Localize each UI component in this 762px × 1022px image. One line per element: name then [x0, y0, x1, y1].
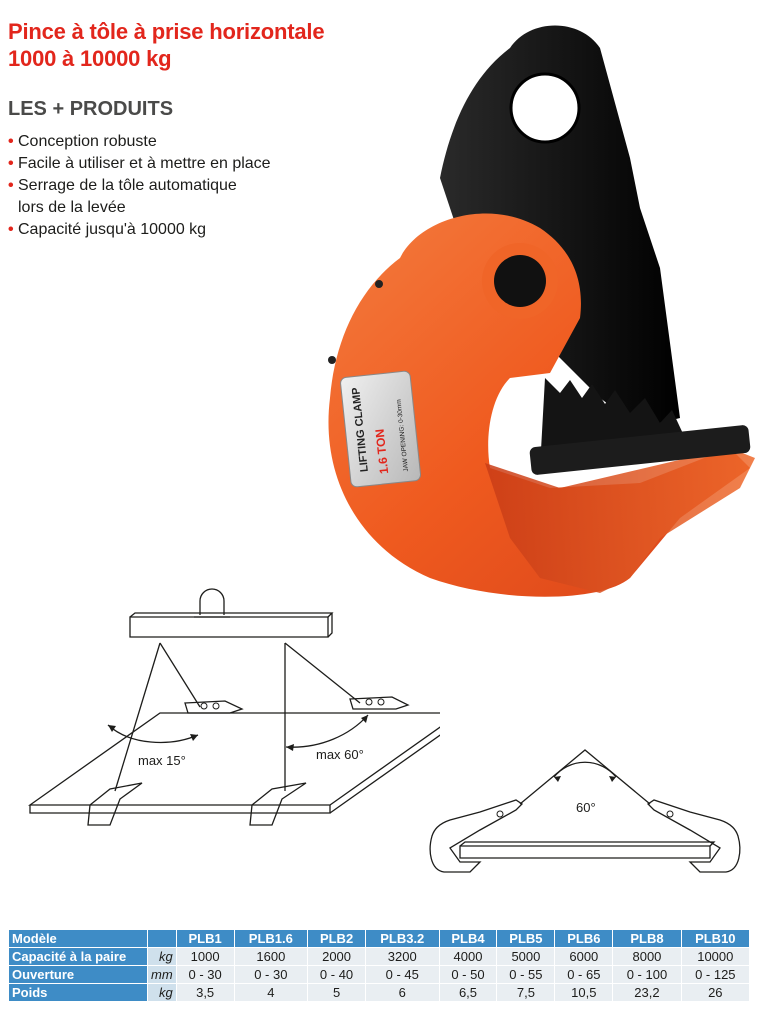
bullet-icon: • — [8, 155, 14, 172]
spreader-beam — [129, 616, 329, 638]
table-cell: 1600 — [233, 947, 309, 966]
table-row: Capacité à la paire kg 1000 1600 2000 32… — [8, 947, 751, 966]
feature-item: •Facile à utiliser et à mettre en place — [8, 153, 308, 175]
row-unit: kg — [147, 947, 177, 966]
model-cell: PLB2 — [307, 929, 367, 948]
row-unit: kg — [147, 983, 177, 1002]
clamp-icon-front-left — [87, 782, 143, 826]
steel-plate — [27, 712, 440, 806]
product-photo: LIFTING CLAMP 1.6 TON JAW OPENING: 0-30m… — [328, 25, 755, 597]
model-cell: PLB1.6 — [233, 929, 309, 948]
table-cell: 10000 — [680, 947, 751, 966]
feature-item: •Serrage de la tôle automatique — [8, 175, 308, 197]
table-cell: 23,2 — [612, 983, 682, 1002]
plate-section — [459, 845, 711, 859]
model-cell: PLB5 — [496, 929, 556, 948]
table-cell: 0 - 125 — [680, 965, 751, 984]
specifications-table: Modèle PLB1 PLB1.6 PLB2 PLB3.2 PLB4 PLB5… — [8, 929, 751, 1002]
table-cell: 3200 — [365, 947, 440, 966]
table-cell: 1000 — [175, 947, 235, 966]
table-cell: 5000 — [496, 947, 556, 966]
clamp-lower-jaw — [485, 448, 755, 593]
clamp-arm — [440, 25, 680, 428]
table-row: Poids kg 3,5 4 5 6 6,5 7,5 10,5 23,2 26 — [8, 983, 751, 1002]
nameplate-capacity: 1.6 TON — [373, 428, 392, 474]
table-cell: 8000 — [612, 947, 682, 966]
table-cell: 6,5 — [438, 983, 498, 1002]
clamp-icon-back-left — [184, 700, 244, 714]
table-header-unit — [147, 929, 177, 948]
feature-list: •Conception robuste •Facile à utiliser e… — [8, 131, 308, 241]
table-cell: 6000 — [554, 947, 614, 966]
table-header-label: Modèle — [8, 929, 148, 948]
section-title: LES + PRODUITS — [8, 98, 174, 120]
model-cell: PLB3.2 — [365, 929, 440, 948]
shackle-hole — [511, 74, 579, 142]
table-cell: 0 - 40 — [307, 965, 367, 984]
table-cell: 3,5 — [175, 983, 235, 1002]
table-cell: 7,5 — [496, 983, 556, 1002]
model-cell: PLB4 — [438, 929, 498, 948]
model-cell: PLB8 — [612, 929, 682, 948]
table-header-row: Modèle PLB1 PLB1.6 PLB2 PLB3.2 PLB4 PLB5… — [8, 929, 751, 948]
table-cell: 26 — [680, 983, 751, 1002]
table-cell: 2000 — [307, 947, 367, 966]
angle-label-60: max 60° — [316, 747, 364, 762]
clamp-icon-front-right — [249, 782, 307, 826]
bullet-icon: • — [8, 177, 14, 194]
title-line-2: 1000 à 10000 kg — [8, 46, 172, 71]
row-label: Ouverture — [8, 965, 148, 984]
page-title: Pince à tôle à prise horizontale 1000 à … — [8, 18, 325, 72]
angle-label-60-detail: 60° — [576, 800, 596, 815]
product-nameplate: LIFTING CLAMP 1.6 TON JAW OPENING: 0-30m… — [340, 370, 422, 488]
clamp-angle-diagram: 60° — [429, 749, 741, 873]
feature-item: •Conception robuste — [8, 131, 308, 153]
table-cell: 0 - 55 — [496, 965, 556, 984]
clamp-outline-right — [646, 799, 741, 873]
table-cell: 6 — [365, 983, 440, 1002]
table-cell: 0 - 65 — [554, 965, 614, 984]
model-cell: PLB6 — [554, 929, 614, 948]
bullet-icon: • — [8, 133, 14, 150]
row-label: Capacité à la paire — [8, 947, 148, 966]
row-unit: mm — [147, 965, 177, 984]
table-cell: 0 - 50 — [438, 965, 498, 984]
table-cell: 4 — [233, 983, 309, 1002]
table-cell: 10,5 — [554, 983, 614, 1002]
angle-label-15: max 15° — [138, 753, 186, 768]
title-line-1: Pince à tôle à prise horizontale — [8, 19, 325, 44]
table-cell: 0 - 45 — [365, 965, 440, 984]
table-cell: 0 - 100 — [612, 965, 682, 984]
table-cell: 0 - 30 — [233, 965, 309, 984]
table-cell: 0 - 30 — [175, 965, 235, 984]
feature-item-continuation: lors de la levée — [18, 199, 126, 216]
shackle-icon — [199, 588, 225, 615]
table-row: Ouverture mm 0 - 30 0 - 30 0 - 40 0 - 45… — [8, 965, 751, 984]
model-cell: PLB1 — [175, 929, 235, 948]
bullet-icon: • — [8, 221, 14, 238]
row-label: Poids — [8, 983, 148, 1002]
model-cell: PLB10 — [680, 929, 751, 948]
lifting-diagram: max 15° max 60° — [27, 588, 440, 826]
feature-item: •Capacité jusqu'à 10000 kg — [8, 219, 308, 241]
table-cell: 4000 — [438, 947, 498, 966]
clamp-outline-left — [429, 799, 524, 873]
table-cell: 5 — [307, 983, 367, 1002]
clamp-icon-back-right — [349, 696, 410, 710]
